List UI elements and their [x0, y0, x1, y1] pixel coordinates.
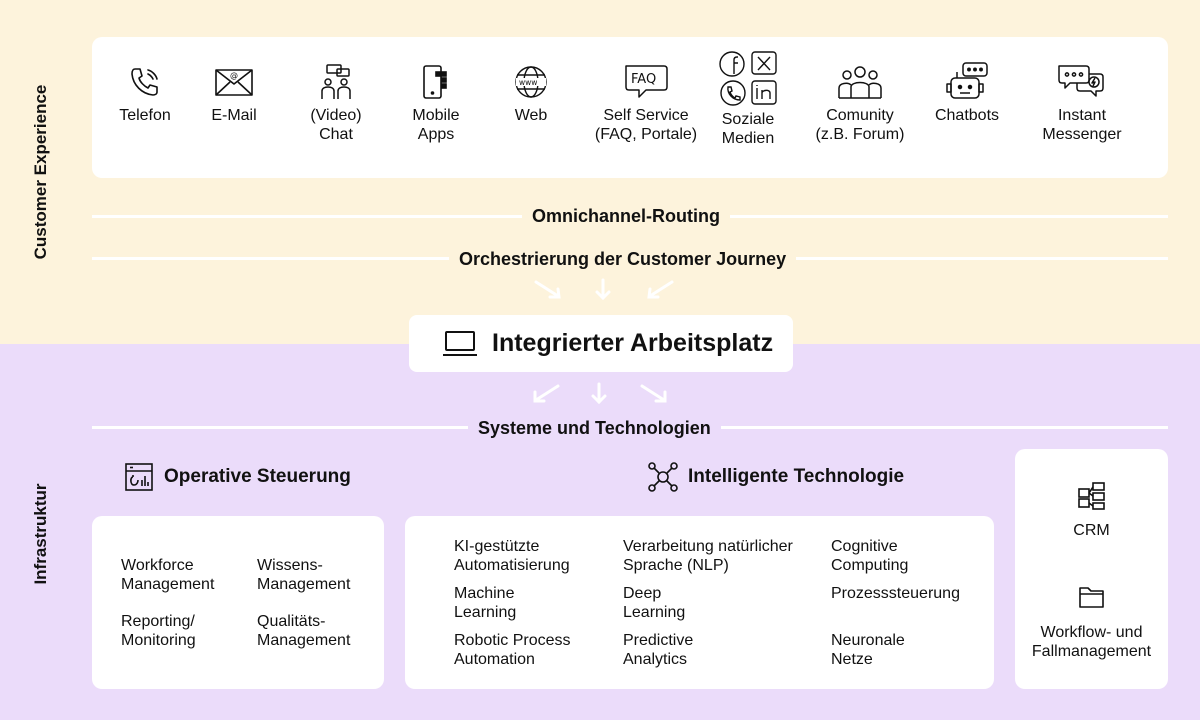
channel-label: (Video) Chat — [310, 107, 362, 143]
operative-item: Wissens- Management — [257, 557, 351, 593]
channel-label: Instant Messenger — [1042, 107, 1122, 143]
dashboard-icon — [125, 463, 153, 491]
channel-social-media: Soziale Medien — [693, 51, 803, 148]
operative-item: Qualitäts- Management — [257, 613, 351, 649]
arrows-into-workspace — [534, 278, 674, 301]
svg-text:FAQ: FAQ — [631, 72, 656, 87]
orchestration-label: Orchestrierung der Customer Journey — [449, 249, 797, 270]
intelligent-item: Deep Learning — [623, 585, 686, 621]
video-chat-icon — [281, 62, 391, 102]
messenger-icon — [1022, 62, 1142, 102]
customer-experience-label: Customer Experience — [31, 84, 50, 260]
svg-text:www: www — [519, 78, 537, 87]
intelligent-item: Predictive Analytics — [623, 632, 694, 668]
social-media-icon — [693, 50, 803, 106]
channel-self-service: FAQ Self Service (FAQ, Portale) — [581, 62, 711, 144]
crm-label: CRM — [1073, 522, 1110, 539]
operative-panel — [92, 516, 384, 689]
email-icon: @ — [179, 62, 289, 102]
phone-icon — [90, 62, 200, 102]
channel-label: Telefon — [119, 107, 171, 124]
chatbot-icon — [912, 62, 1022, 102]
infrastructure-label: Infrastruktur — [31, 483, 50, 585]
intelligent-title: Intelligente Technologie — [648, 462, 904, 492]
channel-label: E-Mail — [211, 107, 257, 124]
intelligent-title-text: Intelligente Technologie — [688, 466, 905, 487]
operative-item: Reporting/ Monitoring — [121, 613, 196, 649]
operative-item: Workforce Management — [121, 557, 215, 593]
channels-panel — [92, 37, 1168, 178]
channel-label: Mobile Apps — [412, 107, 460, 143]
web-icon: www — [476, 62, 586, 102]
svg-text:@: @ — [230, 71, 238, 80]
channel-label: Self Service (FAQ, Portale) — [594, 107, 698, 143]
systems-label: Systeme und Technologien — [468, 418, 721, 439]
faq-icon: FAQ — [581, 62, 711, 102]
folder-icon — [1079, 587, 1104, 608]
workspace-title: Integrierter Arbeitsplatz — [492, 329, 774, 357]
channel-chatbots: Chatbots — [912, 62, 1022, 125]
arrows-out-of-workspace — [533, 382, 667, 405]
channel-web: www Web — [476, 62, 586, 125]
channel-video-chat: (Video) Chat — [281, 62, 391, 144]
mobile-app-icon — [381, 62, 491, 102]
channel-email: @ E-Mail — [179, 62, 289, 125]
laptop-icon — [443, 330, 477, 356]
crm-icon — [1078, 482, 1105, 510]
operative-title: Operative Steuerung — [124, 462, 351, 492]
channel-label: Web — [514, 107, 548, 124]
channel-label: Chatbots — [934, 107, 1000, 124]
workflow-label: Workflow- und Fallmanagement — [1031, 624, 1152, 660]
intelligent-item: KI-gestützte Automatisierung — [454, 538, 570, 574]
network-icon — [648, 462, 678, 492]
integrated-workspace-box: Integrierter Arbeitsplatz — [409, 315, 793, 372]
channel-label: Soziale Medien — [721, 111, 775, 147]
intelligent-item: Robotic Process Automation — [454, 632, 571, 668]
intelligent-panel — [405, 516, 994, 689]
community-icon — [795, 62, 925, 102]
channel-community: Comunity (z.B. Forum) — [795, 62, 925, 144]
omnichannel-routing-label: Omnichannel-Routing — [522, 206, 730, 227]
intelligent-item: Prozesssteuerung — [831, 585, 960, 602]
intelligent-item: Machine Learning — [454, 585, 517, 621]
channel-mobile-apps: Mobile Apps — [381, 62, 491, 144]
channel-telefon: Telefon — [90, 62, 200, 125]
channel-instant-messenger: Instant Messenger — [1022, 62, 1142, 144]
intelligent-item: Neuronale Netze — [831, 632, 905, 668]
intelligent-item: Verarbeitung natürlicher Sprache (NLP) — [623, 538, 793, 574]
channel-label: Comunity (z.B. Forum) — [815, 107, 905, 143]
operative-title-text: Operative Steuerung — [164, 466, 351, 487]
intelligent-item: Cognitive Computing — [831, 538, 909, 574]
